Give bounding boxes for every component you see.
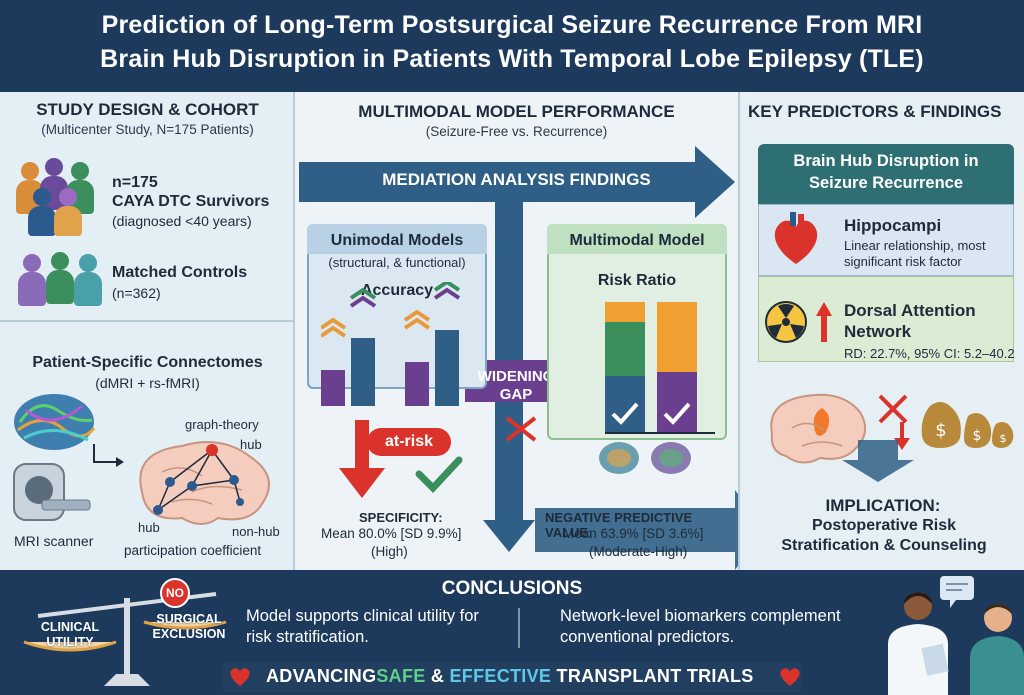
radiation-hazard-icon	[765, 301, 807, 343]
conclusion-2: Network-level biomarkers complement conv…	[560, 607, 841, 646]
chevron-stack-icons	[321, 282, 461, 338]
banner-part-and: &	[425, 666, 450, 686]
patients-group-icon	[16, 158, 106, 238]
specificity-title: SPECIFICITY:	[359, 510, 443, 525]
cohort-name: CAYA DTC Survivors	[112, 193, 270, 210]
checkmark-icon	[415, 456, 463, 494]
unimodal-bar	[351, 338, 375, 406]
mri-scanner-label: MRI scanner	[14, 533, 94, 549]
hub-label-top: hub	[240, 437, 262, 452]
unimodal-bar	[435, 330, 459, 406]
risk-ratio-bar-2	[657, 302, 697, 432]
conclusion-1: Model supports clinical utility for risk…	[246, 607, 479, 646]
cohort-count: n=175	[112, 174, 158, 191]
widening-gap-label: WIDENING GAP	[477, 368, 555, 403]
specificity-value: Mean 80.0% [SD 9.9%]	[321, 526, 462, 541]
controls-name: Matched Controls	[112, 264, 248, 281]
tractography-brain-icon	[14, 394, 96, 450]
study-design-panel: STUDY DESIGN & COHORT (Multicenter Study…	[0, 92, 295, 570]
graph-theory-brain-icon	[139, 441, 271, 525]
banner-part-trials: TRANSPLANT TRIALS	[551, 666, 754, 686]
study-design-subtitle: (Multicenter Study, N=175 Patients)	[41, 122, 254, 137]
key-predictors-panel: KEY PREDICTORS & FINDINGS Brain Hub Disr…	[738, 92, 1024, 570]
header: Prediction of Long-Term Postsurgical Sei…	[0, 0, 1024, 92]
implication-title: IMPLICATION:	[825, 496, 941, 515]
money-bags-icon: $ $ $	[921, 402, 1014, 448]
dorsal-attention-title: Dorsal Attention Network	[844, 301, 976, 341]
controls-group-icon	[18, 252, 108, 312]
hub-disruption-title: Brain Hub Disruption in Seizure Recurren…	[793, 152, 979, 192]
svg-text:$: $	[935, 420, 946, 441]
model-performance-panel: MULTIMODAL MODEL PERFORMANCE (Seizure-Fr…	[295, 92, 738, 570]
dorsal-attention-stats: RD: 22.7%, 95% CI: 5.2–40.2	[844, 346, 1015, 361]
page-title-line1: Prediction of Long-Term Postsurgical Sei…	[101, 11, 923, 39]
conclusions-title: CONCLUSIONS	[441, 578, 583, 599]
npv-title: NEGATIVE PREDICTIVE VALUE:	[545, 510, 693, 540]
cross-icon	[505, 416, 537, 442]
connectome-subtitle: (dMRI + rs-fMRI)	[95, 375, 200, 391]
surgical-exclusion-label: SURGICAL EXCLUSION	[152, 612, 226, 641]
hippocampi-description: Linear relationship, most significant ri…	[844, 238, 986, 269]
svg-text:$: $	[1000, 432, 1007, 445]
connectome-title: Patient-Specific Connectomes	[32, 354, 263, 371]
implication-text: Postoperative Risk Stratification & Coun…	[781, 517, 987, 554]
risk-ratio-label: Risk Ratio	[597, 272, 677, 289]
no-badge	[160, 578, 190, 608]
npv-level: (Moderate-High)	[589, 544, 688, 559]
unimodal-bar-chart	[321, 312, 471, 406]
non-hub-label: non-hub	[232, 524, 280, 539]
hippocampi-title: Hippocampi	[844, 216, 942, 235]
heart-organ-icon	[774, 212, 818, 264]
unimodal-bar	[405, 362, 429, 406]
conclusion-divider	[518, 608, 520, 648]
hub-disruption-header	[758, 144, 1014, 204]
checkmark-icons	[611, 402, 691, 425]
doctor-patient-icon	[888, 576, 1024, 695]
unimodal-title: Unimodal Models	[330, 232, 464, 249]
mediation-analysis-label: MEDIATION ANALYSIS FINDINGS	[382, 170, 651, 189]
banner-part-effective: EFFECTIVE	[449, 666, 552, 686]
brain-lesion-icon	[770, 393, 867, 464]
banner-text: ADVANCINGSAFE & EFFECTIVE TRANSPLANT TRI…	[266, 666, 754, 687]
at-risk-badge: at-risk	[367, 428, 451, 456]
controls-count: (n=362)	[112, 285, 161, 301]
banner-bar	[222, 662, 802, 692]
clinical-utility-label: CLINICAL UTILITY	[40, 620, 100, 649]
unimodal-bar	[321, 370, 345, 406]
conclusions-footer: CONCLUSIONS NO CLINICAL UTILITY SURGICAL…	[0, 570, 1024, 695]
mri-scanner-icon	[13, 463, 91, 521]
specificity-level: (High)	[371, 544, 408, 559]
cohort-note: (diagnosed <40 years)	[112, 213, 252, 229]
no-label: NO	[166, 586, 184, 600]
graph-theory-label: graph-theory	[185, 417, 259, 432]
flow-arrow-icon	[93, 444, 124, 467]
brain-map-icons	[599, 442, 691, 474]
model-performance-title: MULTIMODAL MODEL PERFORMANCE	[358, 102, 675, 121]
npv-value: Mean 63.9% [SD 3.6%]	[563, 526, 704, 541]
hub-label: hub	[138, 520, 160, 535]
key-predictors-title: KEY PREDICTORS & FINDINGS	[748, 102, 1002, 121]
heart-icon	[230, 668, 250, 686]
banner-part-safe: SAFE	[376, 666, 426, 686]
unimodal-subtitle: (structural, & functional)	[328, 255, 466, 270]
study-design-title: STUDY DESIGN & COHORT	[36, 100, 259, 119]
heart-icon-right	[780, 668, 800, 686]
down-arrow-icon	[842, 440, 914, 482]
page-title-line2: Brain Hub Disruption in Patients With Te…	[100, 45, 924, 73]
arrow-up-icon	[816, 302, 832, 342]
participation-coefficient-label: participation coefficient	[124, 543, 262, 558]
accuracy-label: Accuracy	[360, 282, 434, 299]
divider	[0, 320, 293, 322]
risk-ratio-bar-1	[605, 302, 645, 432]
multimodal-title: Multimodal Model	[569, 232, 705, 249]
model-performance-subtitle: (Seizure-Free vs. Recurrence)	[425, 124, 608, 139]
svg-text:$: $	[973, 428, 982, 444]
banner-part-advancing: ADVANCING	[266, 666, 377, 686]
